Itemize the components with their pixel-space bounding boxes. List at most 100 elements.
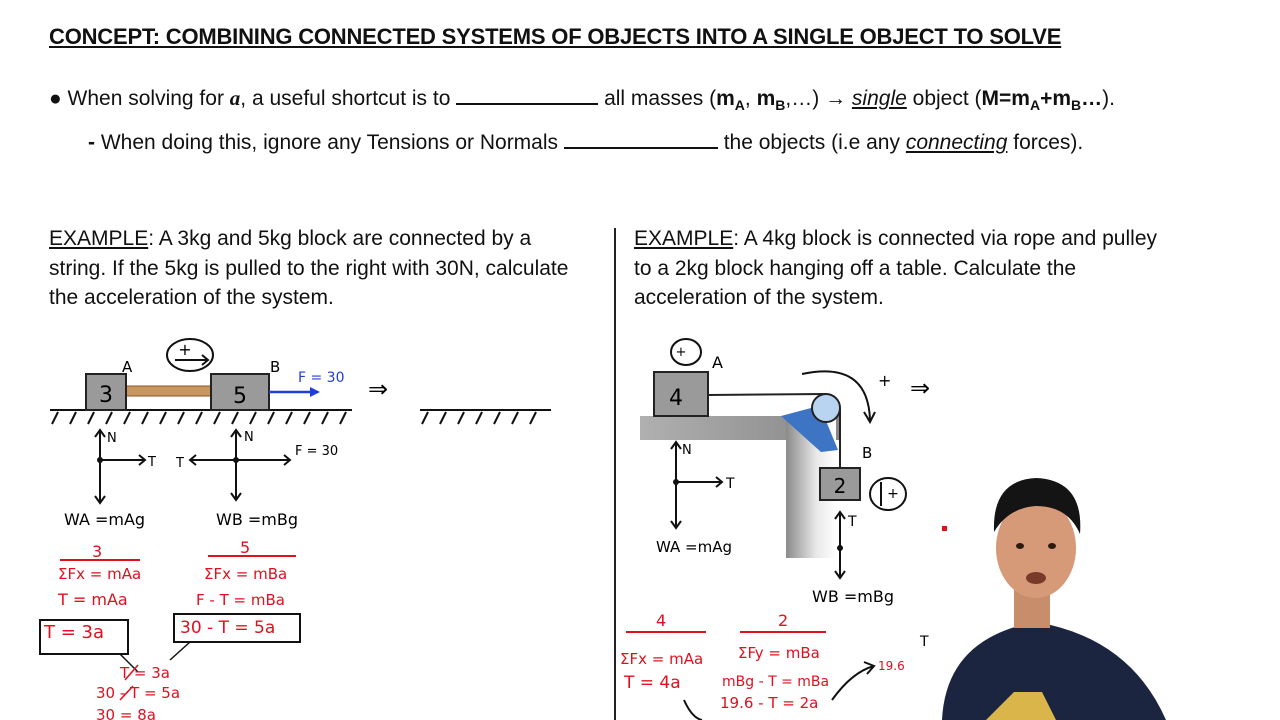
block-b-label: 2 bbox=[834, 474, 847, 498]
example-1-line-2: string. If the 5kg is pulled to the righ… bbox=[49, 256, 569, 280]
work-a-eq: T = mAa bbox=[57, 590, 128, 609]
bullet1-text-1: When solving for bbox=[67, 87, 224, 110]
work-b-title: 5 bbox=[240, 538, 250, 557]
acceleration-symbol: a bbox=[229, 86, 241, 110]
plus-icon: + bbox=[178, 340, 191, 359]
mass-b: m bbox=[756, 87, 776, 110]
label-b: B bbox=[270, 358, 280, 376]
plus-icon-b: + bbox=[887, 486, 899, 502]
force-label: F = 30 bbox=[298, 370, 345, 386]
total-mass-eq-1: M=m bbox=[981, 87, 1030, 110]
example-1-line-3: the acceleration of the system. bbox=[49, 286, 334, 309]
label-b: B bbox=[862, 444, 872, 462]
column-divider bbox=[614, 228, 616, 720]
work-a-box bbox=[39, 619, 129, 655]
rope bbox=[123, 385, 213, 397]
example-1: EXAMPLE: A 3kg and 5kg block are connect… bbox=[49, 224, 568, 313]
total-mass-sub-b: B bbox=[1071, 97, 1082, 114]
curved-direction-arrow bbox=[801, 370, 871, 421]
total-mass-sub-a: A bbox=[1029, 97, 1041, 114]
bullet2-text-3: forces). bbox=[1013, 131, 1084, 154]
fbd-b bbox=[188, 428, 292, 502]
presenter-avatar bbox=[942, 478, 1166, 720]
block-a bbox=[653, 371, 709, 417]
weight-b: WB =mBg bbox=[216, 510, 298, 529]
bullet-line-1: ● When solving for a, a useful shortcut … bbox=[49, 86, 1115, 113]
fbd-a-tension: T bbox=[725, 476, 735, 492]
fill-blank-1[interactable] bbox=[456, 102, 599, 105]
bullet1-text-2: , a useful shortcut is to bbox=[240, 87, 451, 110]
work-a-eq: T = 4a bbox=[623, 673, 681, 693]
block-b-label: 5 bbox=[233, 384, 247, 409]
work-a-title: 4 bbox=[656, 611, 666, 630]
example-2-line-1: : A 4kg block is connected via rope and … bbox=[733, 227, 1157, 250]
diagram-1: 3 5 A B + F = 30 ⇒ N T WA =mAg N T F = 3… bbox=[39, 338, 551, 720]
fbd-a bbox=[670, 440, 724, 530]
block-a-label: 4 bbox=[669, 386, 683, 411]
bullet2-text-1: When doing this, ignore any Tensions or … bbox=[100, 131, 559, 154]
connecting-word: connecting bbox=[905, 131, 1008, 154]
example-2-label: EXAMPLE bbox=[634, 227, 734, 250]
block-a bbox=[85, 373, 127, 411]
work-b-box bbox=[173, 613, 301, 643]
example-2-line-3: acceleration of the system. bbox=[634, 286, 884, 309]
work-a-result: T = 3a bbox=[43, 622, 104, 643]
weight-a: WA =mAg bbox=[64, 510, 145, 529]
weight-b: WB =mBg bbox=[812, 587, 894, 606]
fbd-b bbox=[834, 510, 846, 580]
fbd-a bbox=[94, 428, 147, 505]
red-dot bbox=[942, 526, 947, 531]
ground-hatch-1 bbox=[50, 409, 352, 425]
comma: , bbox=[744, 87, 757, 110]
work-b-eq: mBg - T = mBa bbox=[722, 674, 829, 690]
pulley bbox=[811, 393, 841, 423]
work-b-sum: ΣFy = mBa bbox=[738, 644, 820, 662]
fill-blank-2[interactable] bbox=[563, 146, 718, 149]
bullet-line-2: - When doing this, ignore any Tensions o… bbox=[88, 131, 1083, 155]
positive-direction-b bbox=[869, 477, 907, 511]
fbd-a-tension: T bbox=[147, 455, 156, 470]
mass-b-sub: B bbox=[775, 97, 786, 114]
total-mass-eq-3: … bbox=[1081, 87, 1103, 110]
block-a-label: 3 bbox=[99, 383, 113, 408]
fbd-a-normal: N bbox=[107, 431, 117, 446]
rope-horizontal bbox=[707, 393, 827, 396]
implies-arrow-2: ⇒ bbox=[910, 374, 930, 402]
mass-a-sub: A bbox=[734, 97, 745, 114]
work-a-sum: ΣFx = mAa bbox=[620, 650, 703, 668]
block-b bbox=[210, 373, 270, 411]
bullet2-text-2: the objects (i.e any bbox=[723, 131, 900, 154]
extra-value: 19.6 bbox=[878, 659, 905, 673]
label-a: A bbox=[712, 353, 723, 372]
bullet1-text-3: all masses ( bbox=[604, 87, 717, 110]
diagram-2: 4 A + 2 B + + ⇒ N T WA =mAg T WB =mBg 4 … bbox=[620, 338, 1166, 720]
mass-a: m bbox=[716, 87, 735, 110]
work-a-title: 3 bbox=[92, 542, 102, 561]
work-b-sum: ΣFx = mBa bbox=[204, 565, 287, 583]
implies-arrow-1: ⇒ bbox=[368, 375, 388, 403]
example-1-label: EXAMPLE bbox=[49, 227, 149, 250]
fbd-b-force: F = 30 bbox=[295, 444, 338, 459]
total-mass-eq-2: +m bbox=[1040, 87, 1072, 110]
example-1-line-1: : A 3kg and 5kg block are connected by a bbox=[148, 227, 532, 250]
extra-tension: T bbox=[919, 634, 929, 650]
work-b-result: 19.6 - T = 2a bbox=[720, 694, 818, 712]
plus-sign-curved: + bbox=[878, 371, 891, 390]
fbd-b-tension: T bbox=[175, 456, 184, 471]
block-b bbox=[819, 467, 861, 501]
bullet-dot: ● bbox=[49, 87, 62, 110]
combine-line-2: 30 - T = 5a bbox=[96, 684, 180, 702]
dash: - bbox=[88, 131, 95, 154]
work-b-eq: F - T = mBa bbox=[196, 591, 285, 609]
example-2: EXAMPLE: A 4kg block is connected via ro… bbox=[634, 224, 1157, 313]
ground-hatch-2 bbox=[420, 409, 551, 425]
fbd-a-normal: N bbox=[682, 443, 692, 458]
positive-direction-circle bbox=[166, 338, 214, 372]
single-word: single bbox=[851, 87, 907, 110]
example-2-line-2: to a 2kg block hanging off a table. Calc… bbox=[634, 256, 1077, 280]
page-title: CONCEPT: COMBINING CONNECTED SYSTEMS OF … bbox=[49, 24, 1062, 49]
combine-line-1: T = 3a bbox=[119, 664, 170, 682]
label-a: A bbox=[122, 358, 133, 376]
bullet1-text-5: object ( bbox=[912, 87, 982, 110]
positive-direction-a bbox=[670, 338, 702, 366]
